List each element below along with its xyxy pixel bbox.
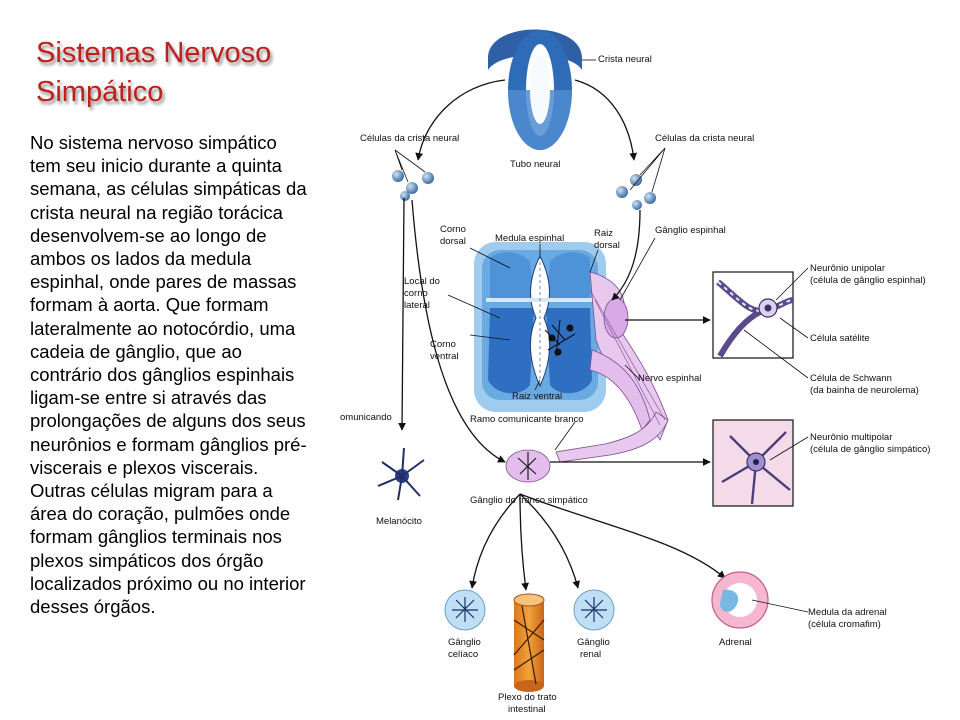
neural-tube	[488, 29, 582, 150]
body-line: viscerais e plexos viscerais.	[30, 456, 259, 478]
title-line: Simpático	[36, 76, 164, 108]
inset-multipolar-neuron	[712, 419, 794, 507]
label-medula-espinhal: Medula espinhal	[495, 233, 564, 244]
arrow-to-celiac	[469, 493, 521, 589]
label-cells-left: Células da crista neural	[360, 133, 459, 144]
sympathetic-development-diagram: Crista neural Células da crista neural C…	[340, 29, 930, 715]
ventral-horn-neurons	[544, 319, 576, 357]
body-line: desses órgãos.	[30, 596, 156, 618]
sympathetic-trunk-ganglion	[505, 449, 551, 483]
arrow-to-plexus	[519, 493, 529, 591]
label-cells-right: Células da crista neural	[655, 133, 754, 144]
label-ganglio-tronco: Gânglio do tronco simpático	[470, 495, 588, 506]
slide-body-text: No sistema nervoso simpático tem seu ini…	[30, 131, 348, 618]
body-line: tem seu inicio durante a quinta	[30, 155, 282, 177]
body-line: ambos os lados da medula	[30, 248, 252, 270]
body-line: neurônios e formam gânglios pré-	[30, 433, 307, 455]
label-celula-schwann: Célula de Schwann(da bainha de neurolema…	[810, 373, 919, 396]
body-line: Outras células migram para a	[30, 480, 273, 502]
body-line: prolongações de alguns dos seus	[30, 410, 306, 432]
body-line: lateralmente ao notocórdio, uma	[30, 317, 296, 339]
arrow-to-spinal-ganglion	[611, 209, 641, 301]
migration-arrow-left	[415, 79, 506, 161]
label-tubo-neural: Tubo neural	[510, 159, 560, 170]
body-line: cadeia de gânglio, que ao	[30, 340, 242, 362]
body-line: formam à aorta. Que formam	[30, 294, 269, 316]
body-line: área do coração, pulmões onde	[30, 503, 291, 525]
body-line: plexos simpáticos dos órgão	[30, 549, 264, 571]
label-ramo-comunicante: Ramo comunicante branco	[470, 414, 584, 425]
body-line: espinhal, onde pares de massas	[30, 271, 297, 293]
adrenal-gland	[711, 571, 769, 629]
body-line: semana, as células simpáticas da	[30, 178, 307, 200]
arrow-to-trunk-ganglion	[411, 199, 506, 463]
crest-cells-left	[392, 149, 434, 201]
body-line: desenvolvem-se ao longo de	[30, 224, 267, 246]
label-nervo-espinhal: Nervo espinhal	[638, 373, 701, 384]
inset-unipolar-neuron	[712, 271, 794, 359]
spinal-nerve	[555, 271, 669, 463]
migration-arrow-right	[574, 79, 638, 161]
spinal-cord	[474, 242, 606, 412]
label-ganglio-espinhal: Gânglio espinhal	[655, 225, 726, 236]
arrow-to-melanocyte	[398, 197, 406, 431]
arrow-to-renal	[519, 493, 580, 589]
slide-title: Sistemas Nervoso Simpático	[36, 34, 271, 112]
renal-ganglion	[573, 589, 615, 631]
body-line: formam gânglios terminais nos	[30, 526, 282, 548]
label-celula-satelite: Célula satélite	[810, 333, 870, 344]
melanocyte-cell	[377, 447, 425, 501]
leader-lines	[447, 59, 809, 613]
crest-cells-right	[616, 147, 666, 210]
label-raiz-ventral: Raiz ventral	[512, 391, 562, 402]
body-line: contrário dos gânglios espinhais	[30, 364, 295, 386]
arrow-to-adrenal	[519, 493, 726, 579]
label-comunicando: omunicando	[340, 412, 392, 423]
celiac-ganglion	[444, 589, 486, 631]
body-line: ligam-se entre si através das	[30, 387, 267, 409]
body-line: crista neural na região torácica	[30, 201, 283, 223]
label-melanocito: Melanócito	[376, 516, 422, 527]
label-neuronio-unipolar: Neurônio unipolar(célula de gânglio espi…	[810, 263, 926, 286]
body-line: localizados próximo ou no interior	[30, 572, 306, 594]
label-neuronio-multipolar: Neurônio multipolar(célula de gânglio si…	[810, 432, 930, 455]
label-adrenal: Adrenal	[719, 637, 752, 648]
title-line: Sistemas Nervoso	[36, 37, 272, 69]
body-line: No sistema nervoso simpático	[30, 132, 277, 153]
label-medula-adrenal: Medula da adrenal(célula cromafim)	[808, 607, 887, 630]
intestinal-plexus	[513, 593, 545, 692]
label-crista-neural: Crista neural	[598, 54, 652, 65]
